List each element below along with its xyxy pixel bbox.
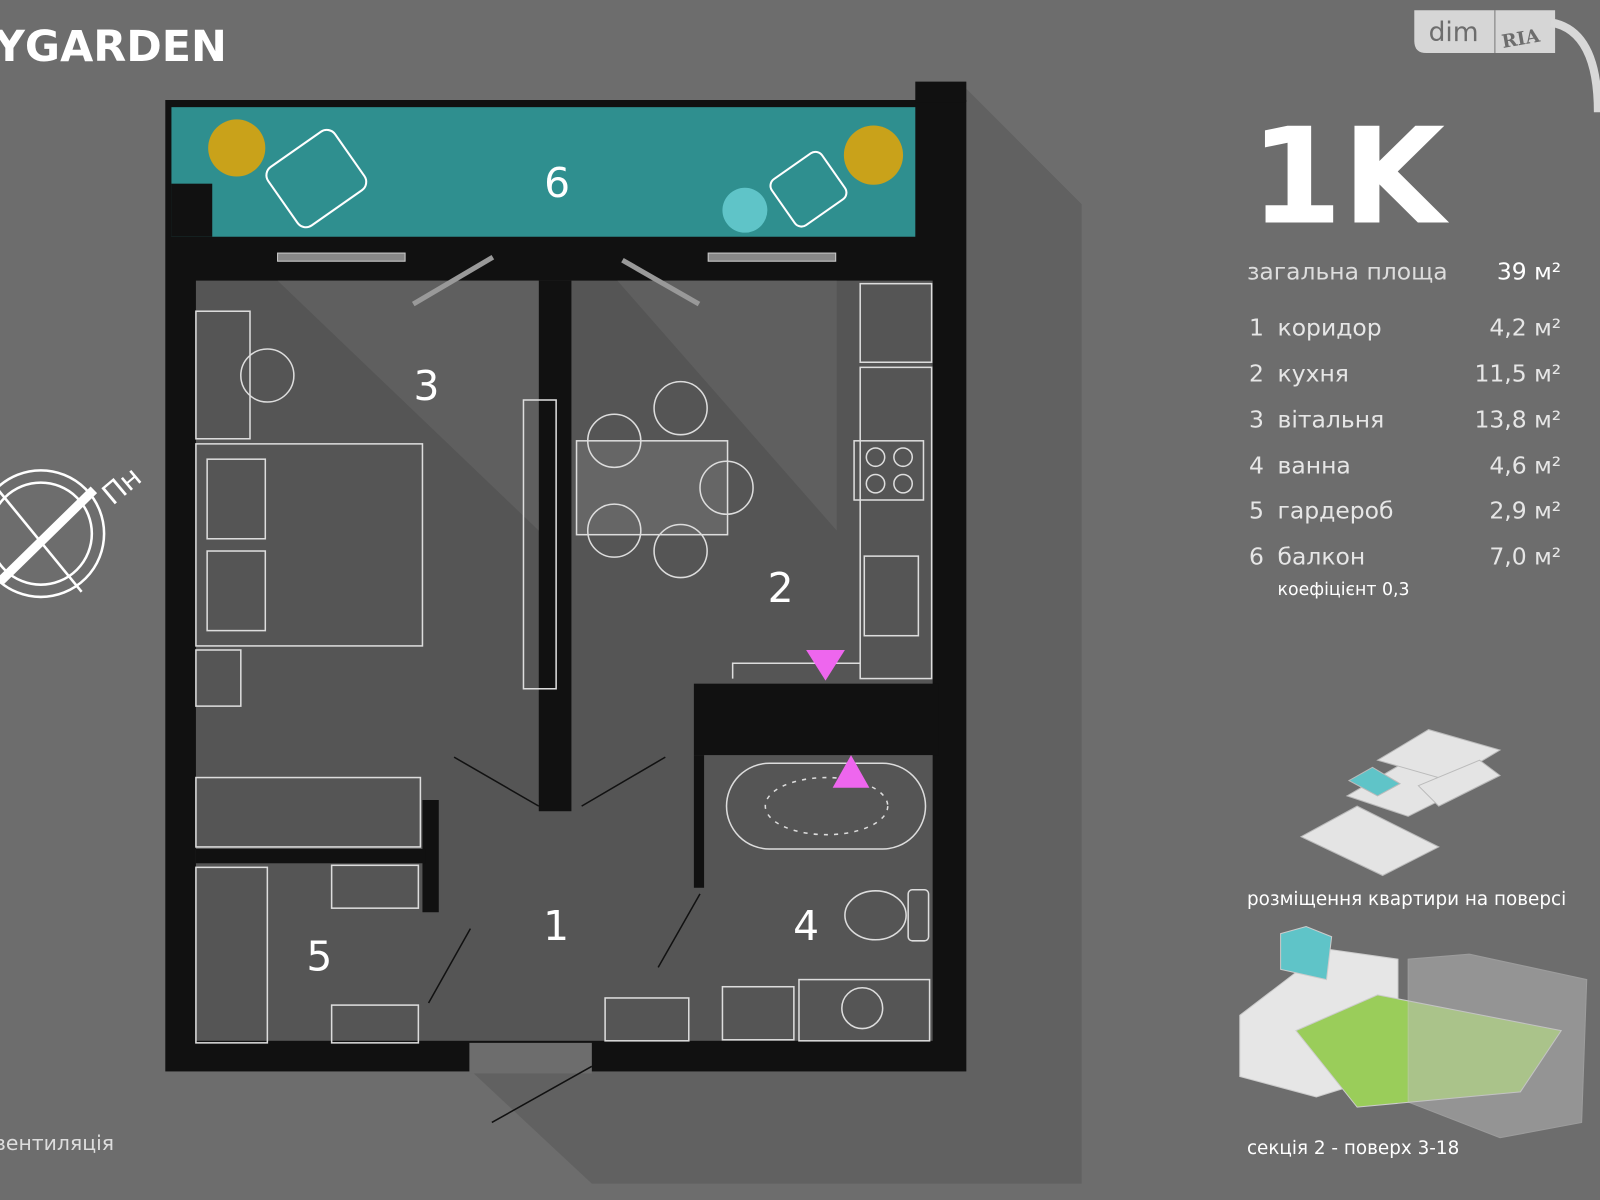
room-list-area: 13,8 м²	[1474, 406, 1561, 434]
plan-shadow	[469, 86, 1082, 1184]
logo-dim: dim	[1429, 17, 1479, 48]
room-list-area: 2,9 м²	[1489, 496, 1561, 524]
room-number-5: 5	[306, 932, 332, 980]
room-list-area: 7,0 м²	[1489, 542, 1561, 570]
section-caption: секція 2 - поверх 3-18	[1247, 1138, 1459, 1159]
plant-icon	[843, 125, 904, 185]
armchair-icon	[769, 150, 848, 228]
dimria-logo[interactable]: dim RIA	[1414, 10, 1600, 113]
armchair-icon	[265, 128, 368, 229]
room-number-1: 1	[543, 902, 569, 950]
table-icon	[722, 187, 768, 233]
coefficient-note: коефіцієнт 0,3	[1278, 580, 1410, 600]
room-list-name: коридор	[1278, 314, 1382, 342]
plant-icon	[208, 119, 266, 177]
room-list: 1 коридор 4,2 м² 2 кухня 11,5 м² 3 вітал…	[1249, 314, 1561, 571]
room-list-name: ванна	[1278, 451, 1351, 479]
room-list-name: кухня	[1278, 360, 1349, 388]
room-list-num: 1	[1249, 314, 1264, 342]
room-list-num: 6	[1249, 542, 1264, 570]
room-list-area: 4,6 м²	[1489, 451, 1561, 479]
ventilation-label: вентиляція	[0, 1131, 114, 1155]
compass-icon	[0, 469, 106, 599]
room-list-num: 3	[1249, 406, 1264, 434]
balcony-area	[171, 107, 916, 237]
room-list-num: 4	[1249, 451, 1264, 479]
view-marker	[832, 755, 870, 788]
room-number-4: 4	[793, 902, 819, 950]
section-thumbnail	[1239, 925, 1588, 1139]
room-number-6: 6	[544, 159, 570, 207]
bathroom-furniture	[604, 762, 931, 1042]
room-number-2: 2	[768, 564, 794, 612]
kitchen-furniture	[575, 282, 933, 680]
walls	[165, 81, 967, 1074]
bedroom-furniture	[195, 310, 557, 1044]
room-list-name: гардероб	[1278, 496, 1394, 524]
room-list-num: 5	[1249, 496, 1264, 524]
floor-location-caption: розміщення квартири на поверсі	[1247, 889, 1566, 910]
room-list-num: 2	[1249, 360, 1264, 388]
brand-title: YGARDEN	[0, 22, 227, 72]
room-list-name: балкон	[1278, 542, 1366, 570]
floor-location-thumbnail	[1299, 729, 1502, 877]
room-list-area: 4,2 м²	[1489, 314, 1561, 342]
view-marker	[806, 650, 845, 681]
room-number-3: 3	[414, 362, 440, 410]
room-list-name: вітальня	[1278, 406, 1385, 434]
room-list-area: 11,5 м²	[1474, 360, 1561, 388]
apartment-type: 1K	[1250, 100, 1449, 254]
door-swings	[427, 756, 701, 1124]
compass-north-label: Пн	[95, 460, 148, 512]
total-area-value: 39 м²	[1497, 258, 1561, 286]
total-area-label: загальна площа	[1247, 258, 1448, 286]
